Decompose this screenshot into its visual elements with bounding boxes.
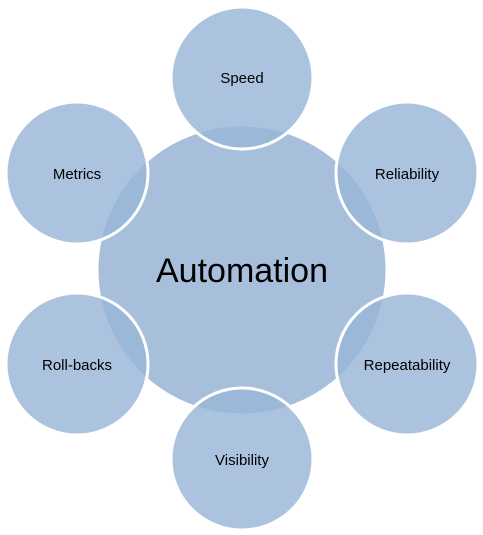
satellite-roll-backs-circle [4, 291, 150, 437]
satellite-metrics: Metrics [4, 100, 150, 246]
satellite-reliability-label: Reliability [375, 166, 440, 183]
satellite-repeatability-label: Repeatability [364, 357, 451, 374]
satellite-visibility: Visibility [169, 386, 315, 532]
satellite-roll-backs-label: Roll-backs [42, 357, 112, 374]
satellite-speed-circle [169, 5, 315, 151]
satellite-reliability: Reliability [334, 100, 480, 246]
center-label: Automation [156, 252, 328, 290]
satellite-metrics-label: Metrics [53, 166, 101, 183]
satellite-roll-backs: Roll-backs [4, 291, 150, 437]
satellite-metrics-circle [4, 100, 150, 246]
satellite-visibility-circle [169, 386, 315, 532]
satellite-repeatability: Repeatability [334, 291, 480, 437]
satellite-speed-label: Speed [220, 70, 263, 87]
satellite-visibility-label: Visibility [215, 452, 269, 469]
satellite-reliability-circle [334, 100, 480, 246]
center-node: Automation [95, 123, 389, 417]
satellite-repeatability-circle [334, 291, 480, 437]
satellite-speed: Speed [169, 5, 315, 151]
